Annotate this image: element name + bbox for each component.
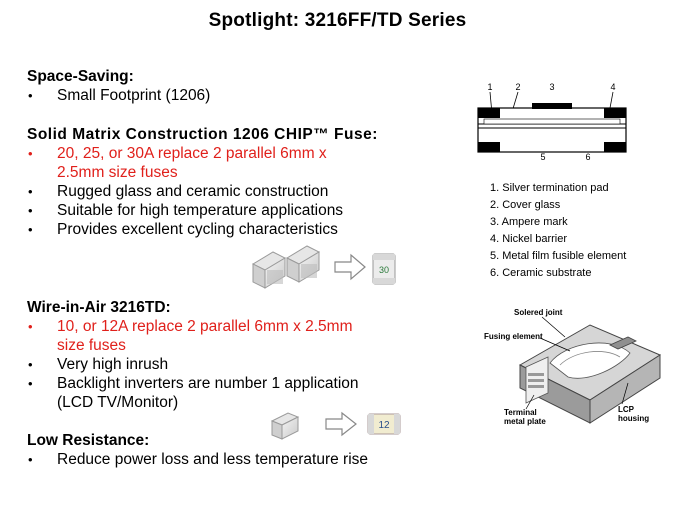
chip-icon (251, 251, 287, 289)
callout-label: 6 (585, 152, 590, 162)
section-heading: Solid Matrix Construction 1206 CHIP™ Fus… (27, 126, 378, 143)
legend-item: 5. Metal film fusible element (490, 250, 627, 262)
arrow-right-icon (325, 411, 357, 437)
bullet-item: • Rugged glass and ceramic construction (27, 182, 447, 201)
page-title: Spotlight: 3216FF/TD Series (208, 10, 467, 31)
bullet-text: Backlight inverters are number 1 applica… (57, 375, 359, 392)
bullet-text: (LCD TV/Monitor) (57, 394, 179, 411)
bullet-item: • Reduce power loss and less temperature … (27, 450, 447, 469)
cross-section-legend: 1. Silver termination pad 2. Cover glass… (490, 180, 626, 282)
bullet-text: size fuses (57, 337, 126, 354)
wire-in-air-housing-diagram: Solered joint Fusing element Terminal me… (484, 308, 662, 426)
section-heading: Space-Saving: (27, 68, 134, 85)
bullet-icon: • (28, 376, 33, 391)
chip-cross-section-diagram: 1 2 3 4 5 6 (477, 82, 627, 162)
bullet-text: Provides excellent cycling characteristi… (57, 221, 338, 238)
bullet-icon: • (28, 319, 33, 334)
bullet-icon: • (28, 452, 33, 467)
bullet-text: Reduce power loss and less temperature r… (57, 451, 369, 468)
callout-label: 2 (515, 82, 520, 92)
bullet-text: Suitable for high temperature applicatio… (57, 202, 344, 219)
chip-top-view-icon: 30 (372, 253, 396, 285)
chip-icon (285, 245, 321, 283)
bullet-text: 10, or 12A replace 2 parallel 6mm x 2.5m… (57, 318, 353, 335)
bullet-text: Very high inrush (57, 356, 169, 373)
diagram-label: Solered joint (514, 308, 563, 317)
callout-label: 5 (540, 152, 545, 162)
legend-item: 6. Ceramic substrate (490, 267, 592, 279)
bullet-icon: • (28, 146, 33, 161)
legend-item: 3. Ampere mark (490, 216, 568, 228)
diagram-label: LCP (618, 405, 635, 414)
callout-label: 1 (487, 82, 492, 92)
callout-label: 3 (549, 82, 554, 92)
section-solid-matrix: Solid Matrix Construction 1206 CHIP™ Fus… (27, 125, 447, 239)
bullet-item: • Small Footprint (1206) (27, 86, 447, 105)
diagram-label: metal plate (504, 417, 546, 426)
legend-item: 4. Nickel barrier (490, 233, 568, 245)
legend-item: 1. Silver termination pad (490, 182, 609, 194)
bullet-icon: • (28, 88, 33, 103)
chip-rating-mark: 30 (379, 265, 389, 275)
bullet-text: Rugged glass and ceramic construction (57, 183, 329, 200)
wire-in-air-chip-image: 12 (270, 411, 401, 440)
callout-label: 4 (610, 82, 615, 92)
diagram-label: housing (618, 414, 649, 423)
section-low-resistance: Low Resistance: • Reduce power loss and l… (27, 431, 447, 469)
arrow-right-icon (334, 253, 366, 281)
bullet-item: • Suitable for high temperature applicati… (27, 201, 447, 220)
diagram-label: Fusing element (484, 332, 543, 341)
bullet-icon: • (28, 357, 33, 372)
solid-matrix-chip-image: 30 (251, 245, 396, 289)
bullet-text: Small Footprint (1206) (57, 87, 211, 104)
bullet-icon: • (28, 184, 33, 199)
legend-item: 2. Cover glass (490, 199, 561, 211)
bullet-icon: • (28, 222, 33, 237)
section-wire-in-air: Wire-in-Air 3216TD: • 10, or 12A replace … (27, 298, 447, 412)
chip-top-view-icon: 12 (367, 413, 401, 435)
bullet-text: 2.5mm size fuses (57, 164, 178, 181)
chip-rating-mark: 12 (378, 420, 390, 431)
bullet-item: • Very high inrush (27, 355, 447, 374)
section-heading: Low Resistance: (27, 432, 150, 449)
bullet-item: • 20, 25, or 30A replace 2 parallel 6mm x… (27, 144, 447, 182)
section-space-saving: Space-Saving: • Small Footprint (1206) (27, 67, 447, 105)
bullet-item: • Backlight inverters are number 1 applic… (27, 374, 447, 412)
diagram-label: Terminal (504, 408, 537, 417)
bullet-text: 20, 25, or 30A replace 2 parallel 6mm x (57, 145, 327, 162)
bullet-item: • 10, or 12A replace 2 parallel 6mm x 2.5… (27, 317, 447, 355)
bullet-icon: • (28, 203, 33, 218)
section-heading: Wire-in-Air 3216TD: (27, 299, 171, 316)
bullet-item: • Provides excellent cycling characterist… (27, 220, 447, 239)
chip-icon (270, 412, 300, 440)
